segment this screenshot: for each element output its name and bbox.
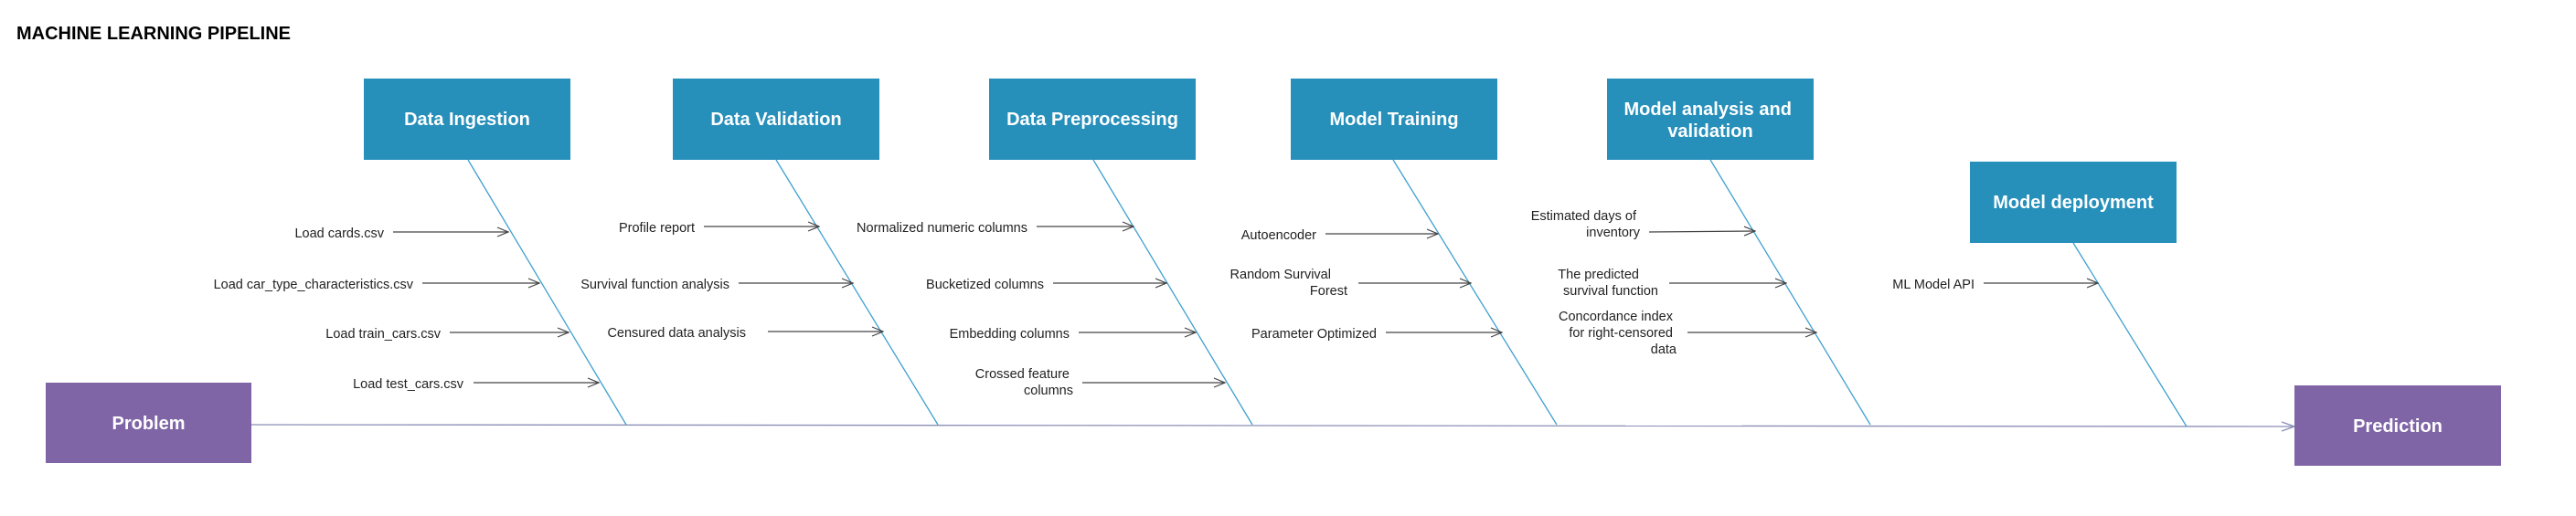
cause-label-line: Random Survival bbox=[1230, 268, 1331, 282]
stage-title: Model deployment bbox=[1993, 193, 2154, 213]
cause-label: Load car_type_characteristics.csv bbox=[214, 278, 414, 292]
cause-label-line: Forest bbox=[1310, 284, 1347, 299]
cause-label-line: Crossed feature bbox=[975, 367, 1070, 382]
bone-line bbox=[467, 159, 627, 426]
prediction-box bbox=[2294, 385, 2501, 466]
stage-title: Data Validation bbox=[710, 110, 841, 130]
cause-label: Embedding columns bbox=[950, 327, 1070, 342]
cause-arrow bbox=[1648, 231, 1755, 232]
cause-label: Autoencoder bbox=[1241, 228, 1316, 243]
stage-box bbox=[673, 79, 879, 160]
spine-arrow bbox=[250, 425, 2294, 426]
cause-label: Estimated days of inventory bbox=[1531, 209, 1641, 240]
cause-label: Load cards.csv bbox=[294, 226, 384, 241]
cause-label: Normalized numeric columns bbox=[857, 221, 1027, 236]
cause-label: Concordance index for right-censored dat… bbox=[1559, 310, 1677, 357]
stage-box bbox=[1970, 162, 2177, 243]
stage-model-deployment: Model deployment ML Model API bbox=[1892, 162, 2187, 427]
stage-model-analysis: Model analysis and validation Estimated … bbox=[1531, 79, 1871, 426]
stage-title-line: validation bbox=[1667, 121, 1752, 142]
cause-label: Survival function analysis bbox=[580, 278, 729, 292]
stage-box bbox=[989, 79, 1196, 160]
cause-label: Profile report bbox=[619, 221, 695, 236]
prediction-node: Prediction bbox=[2294, 385, 2501, 466]
stage-title: Model analysis and validation bbox=[1624, 100, 1797, 142]
bone-line bbox=[1092, 159, 1253, 426]
cause-label: Random Survival Forest bbox=[1230, 268, 1347, 299]
stage-box bbox=[364, 79, 570, 160]
cause-label-line: for right-censored bbox=[1569, 326, 1673, 341]
bone-line bbox=[775, 159, 939, 426]
problem-node: Problem bbox=[46, 383, 251, 463]
bone-line bbox=[1392, 159, 1558, 426]
cause-label-line: Concordance index bbox=[1559, 310, 1674, 324]
problem-label: Problem bbox=[112, 414, 185, 434]
diagram-title: MACHINE LEARNING PIPELINE bbox=[16, 24, 291, 44]
cause-label: Censured data analysis bbox=[607, 326, 746, 341]
cause-label: Bucketized columns bbox=[926, 278, 1044, 292]
bone-line bbox=[1709, 159, 1871, 426]
stage-box bbox=[1291, 79, 1497, 160]
cause-label: Crossed feature columns bbox=[975, 367, 1073, 398]
bone-line bbox=[2072, 242, 2187, 427]
stage-data-ingestion: Data Ingestion Load cards.csv Load car_t… bbox=[214, 79, 627, 426]
stage-model-training: Model Training Autoencoder Random Surviv… bbox=[1230, 79, 1558, 426]
stage-title: Data Ingestion bbox=[404, 110, 530, 130]
cause-label-line: columns bbox=[1024, 384, 1073, 398]
stage-title-line: Model analysis and bbox=[1624, 100, 1792, 120]
cause-label-line: survival function bbox=[1563, 284, 1658, 299]
cause-label-line: inventory bbox=[1586, 226, 1641, 240]
cause-label: The predicted survival function bbox=[1558, 268, 1658, 299]
stage-data-preprocessing: Data Preprocessing Normalized numeric co… bbox=[857, 79, 1253, 426]
stage-data-validation: Data Validation Profile report Survival … bbox=[580, 79, 939, 426]
cause-label-line: Estimated days of bbox=[1531, 209, 1637, 224]
cause-label: ML Model API bbox=[1892, 278, 1975, 292]
stage-title: Model Training bbox=[1329, 110, 1458, 130]
cause-label: Load test_cars.csv bbox=[353, 377, 464, 392]
cause-label-line: The predicted bbox=[1558, 268, 1639, 282]
cause-label-line: data bbox=[1651, 342, 1677, 357]
prediction-label: Prediction bbox=[2353, 416, 2443, 437]
stage-title: Data Preprocessing bbox=[1006, 110, 1178, 130]
stage-box bbox=[1607, 79, 1814, 160]
cause-label: Load train_cars.csv bbox=[325, 327, 441, 342]
cause-label: Parameter Optimized bbox=[1251, 327, 1377, 342]
problem-box bbox=[46, 383, 251, 463]
